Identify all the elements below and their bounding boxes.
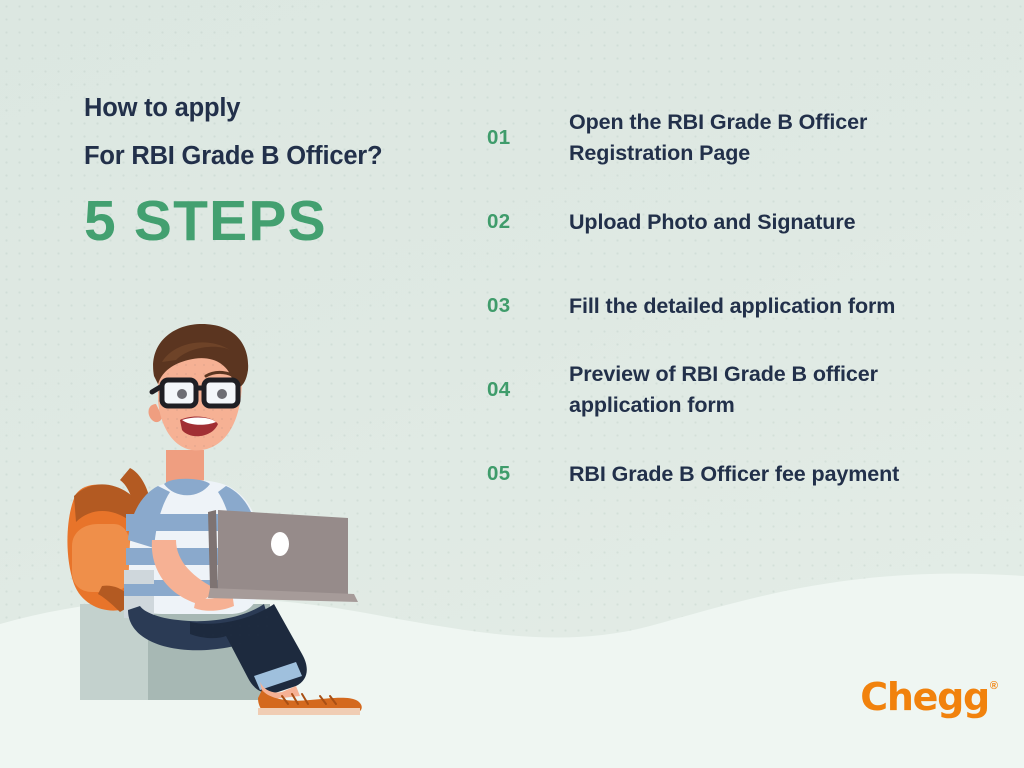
- student-with-laptop-illustration: [67, 324, 362, 715]
- step-text: Upload Photo and Signature: [569, 209, 856, 234]
- step-number: 04: [487, 378, 511, 401]
- steps-list: 01 Open the RBI Grade B Officer Registra…: [487, 96, 987, 516]
- jeans: [128, 604, 307, 694]
- step-row: 05 RBI Grade B Officer fee payment: [487, 432, 987, 516]
- glasses-icon: [149, 377, 241, 409]
- steps-emphasis-title: 5 STEPS: [84, 189, 327, 253]
- heading-line-2: For RBI Grade B Officer?: [84, 141, 383, 170]
- step-number: 02: [487, 210, 511, 233]
- step-number: 01: [487, 126, 511, 149]
- step-row: 02 Upload Photo and Signature: [487, 180, 987, 264]
- step-text: Open the RBI Grade B Officer Registratio…: [569, 110, 868, 165]
- laptop: [208, 510, 358, 602]
- registered-trademark-icon: ®: [989, 680, 998, 692]
- step-number: 03: [487, 294, 511, 317]
- chegg-wordmark: Chegg: [860, 675, 990, 719]
- chegg-logo: Chegg ®: [860, 678, 998, 716]
- step-text: RBI Grade B Officer fee payment: [569, 461, 900, 486]
- sneaker: [258, 682, 362, 715]
- heading-block: How to apply For RBI Grade B Officer? 5 …: [84, 94, 383, 253]
- step-row: 01 Open the RBI Grade B Officer Registra…: [487, 96, 987, 180]
- step-number: 05: [487, 462, 511, 485]
- heading-line-1: How to apply: [84, 94, 241, 122]
- head: [148, 324, 249, 451]
- step-row: 03 Fill the detailed application form: [487, 264, 987, 348]
- step-text: Fill the detailed application form: [569, 293, 896, 318]
- step-text: Preview of RBI Grade B officer applicati…: [569, 362, 878, 417]
- step-row: 04 Preview of RBI Grade B officer applic…: [487, 348, 987, 432]
